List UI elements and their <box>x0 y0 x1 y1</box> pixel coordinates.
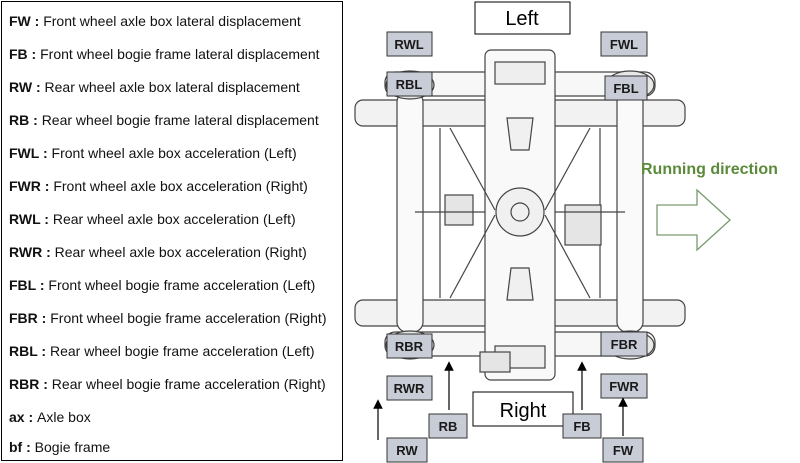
svg-text:RWL: RWL <box>394 37 423 52</box>
legend-item: RBR : Rear wheel bogie frame acceleratio… <box>9 376 326 392</box>
svg-text:RB: RB <box>439 419 458 434</box>
tag-fbr: FBR <box>600 331 648 357</box>
tag-fw: FW <box>602 437 644 463</box>
legend-item: FBR : Front wheel bogie frame accelerati… <box>9 310 327 326</box>
bogie-diagram: Left Right RWL FWL RBL FBL RBR FBR RWR F… <box>354 1 778 463</box>
right-label: Right <box>472 391 574 427</box>
running-direction-arrow <box>656 188 731 252</box>
tag-rw: RW <box>386 437 428 463</box>
svg-text:FBL: FBL <box>613 81 638 96</box>
svg-text:Right: Right <box>500 400 547 422</box>
svg-text:FW: FW <box>613 443 634 458</box>
svg-text:FBR: FBR <box>611 337 638 352</box>
svg-text:FB: FB <box>573 419 590 434</box>
legend-item: FB : Front wheel bogie frame lateral dis… <box>9 46 320 62</box>
left-label: Left <box>474 1 571 35</box>
tag-rbl: RBL <box>386 71 433 97</box>
legend-item: RB : Rear wheel bogie frame lateral disp… <box>9 112 319 128</box>
tag-fwl: FWL <box>600 31 648 57</box>
svg-text:RW: RW <box>396 443 418 458</box>
legend-item: RW : Rear wheel axle box lateral displac… <box>9 79 300 95</box>
legend-item: RBL : Rear wheel bogie frame acceleratio… <box>9 343 315 359</box>
svg-text:FWL: FWL <box>610 37 638 52</box>
running-direction-label: Running direction <box>641 161 778 178</box>
svg-text:RBL: RBL <box>396 77 423 92</box>
legend-item: FWL : Front wheel axle box acceleration … <box>9 145 297 161</box>
legend-item: RWL : Rear wheel axle box acceleration (… <box>9 211 296 227</box>
legend-item: ax : Axle box <box>9 409 91 425</box>
legend-item: RWR : Rear wheel axle box acceleration (… <box>9 244 307 260</box>
tag-rb: RB <box>428 413 468 439</box>
legend-panel: FW : Front wheel axle box lateral displa… <box>1 1 343 461</box>
tag-fwr: FWR <box>600 373 648 399</box>
tag-fbl: FBL <box>604 75 648 101</box>
svg-text:FWR: FWR <box>609 379 639 394</box>
legend-item: FWR : Front wheel axle box acceleration … <box>9 178 308 194</box>
legend-item: FW : Front wheel axle box lateral displa… <box>9 13 301 29</box>
tag-fb: FB <box>562 413 602 439</box>
svg-text:RBR: RBR <box>395 339 424 354</box>
tag-rwr: RWR <box>386 375 433 401</box>
legend-item: bf : Bogie frame <box>9 439 111 455</box>
legend-item: FBL : Front wheel bogie frame accelerati… <box>9 277 316 293</box>
svg-text:Left: Left <box>505 8 539 30</box>
tag-rwl: RWL <box>386 31 433 57</box>
svg-text:RWR: RWR <box>394 381 425 396</box>
tag-rbr: RBR <box>386 333 433 359</box>
